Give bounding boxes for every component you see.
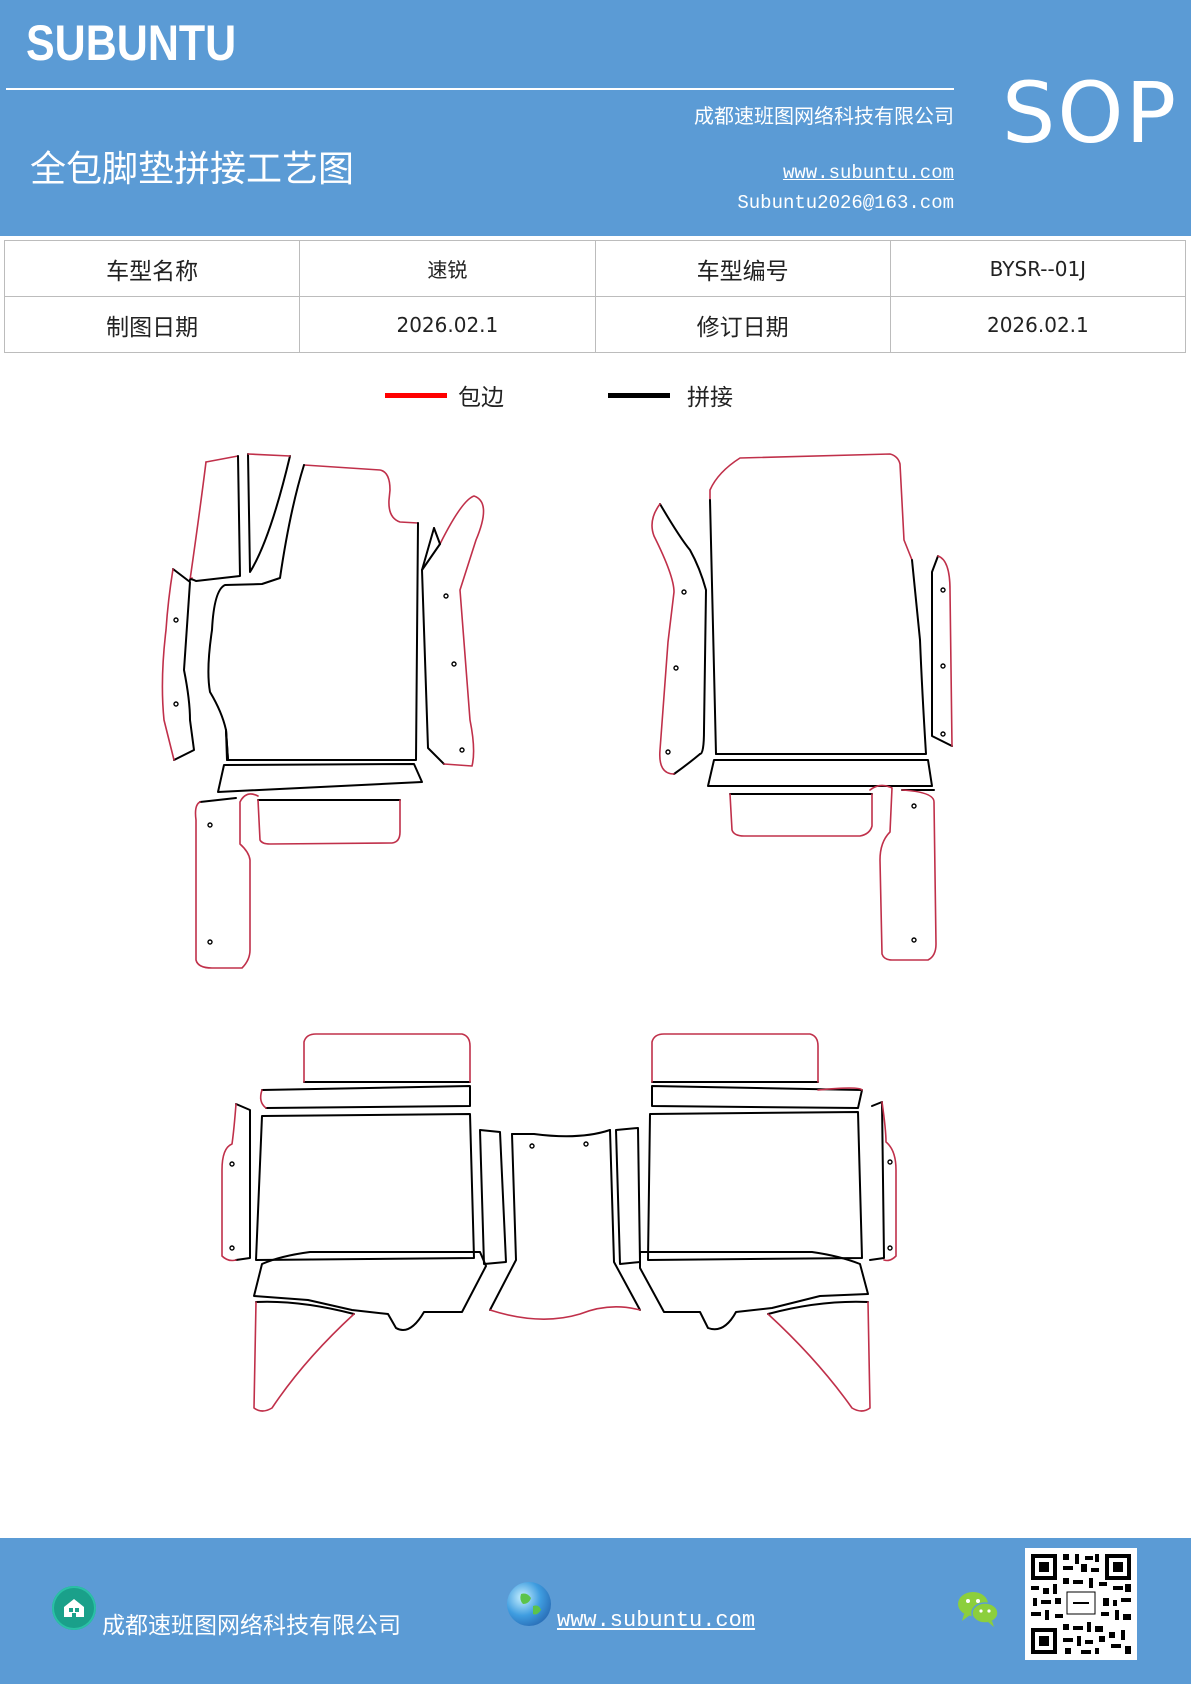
document-title: 全包脚垫拼接工艺图 xyxy=(30,149,355,190)
footer-company-name: 成都速班图网络科技有限公司 xyxy=(102,1613,401,1639)
footer-website-link[interactable]: www.subuntu.com xyxy=(557,1608,756,1633)
header-divider xyxy=(6,88,954,90)
header-email: Subuntu2026@163.com xyxy=(737,192,954,214)
header-company-name: 成都速班图网络科技有限公司 xyxy=(694,104,954,128)
legend-seam-swatch xyxy=(608,393,670,398)
legend-edge-binding-swatch xyxy=(385,393,447,398)
model-code-value: BYSR--01J xyxy=(889,240,1187,297)
model-code-label: 车型编号 xyxy=(594,240,891,297)
sop-badge: SOP xyxy=(1002,64,1179,162)
footer-banner: 成都速班图网络科技有限公司 www.subuntu.com xyxy=(0,1538,1191,1684)
model-name-label: 车型名称 xyxy=(3,240,301,297)
globe-icon xyxy=(507,1582,551,1626)
rear-mat-set xyxy=(221,1033,897,1412)
drawing-date-value: 2026.02.1 xyxy=(299,296,596,353)
header-website-link[interactable]: www.subuntu.com xyxy=(782,162,954,184)
wechat-icon xyxy=(956,1588,1000,1628)
info-row-1: 车型名称 速锐 车型编号 BYSR--01J xyxy=(3,240,1187,297)
info-row-2: 制图日期 2026.02.1 修订日期 2026.02.1 xyxy=(3,296,1187,353)
vehicle-info-table: 车型名称 速锐 车型编号 BYSR--01J 制图日期 2026.02.1 修订… xyxy=(3,240,1187,353)
passenger-side-mat-set xyxy=(651,453,953,961)
legend-edge-binding-label: 包边 xyxy=(458,385,504,411)
home-icon xyxy=(52,1586,96,1630)
header-banner: SUBUNTU 成都速班图网络科技有限公司 全包脚垫拼接工艺图 www.subu… xyxy=(0,0,1191,236)
legend-seam-label: 拼接 xyxy=(687,385,733,411)
legend: 包边 拼接 xyxy=(0,380,1191,430)
qr-code xyxy=(1025,1548,1137,1660)
revision-date-label: 修订日期 xyxy=(594,296,891,353)
model-name-value: 速锐 xyxy=(299,240,596,297)
brand-logo: SUBUNTU xyxy=(26,15,237,71)
driver-side-mat-set xyxy=(161,453,485,969)
revision-date-value: 2026.02.1 xyxy=(889,296,1187,353)
drawing-date-label: 制图日期 xyxy=(3,296,301,353)
floor-mat-assembly-diagram: .r { stroke:#c0304a; stroke-width:1.6; f… xyxy=(161,453,953,1412)
